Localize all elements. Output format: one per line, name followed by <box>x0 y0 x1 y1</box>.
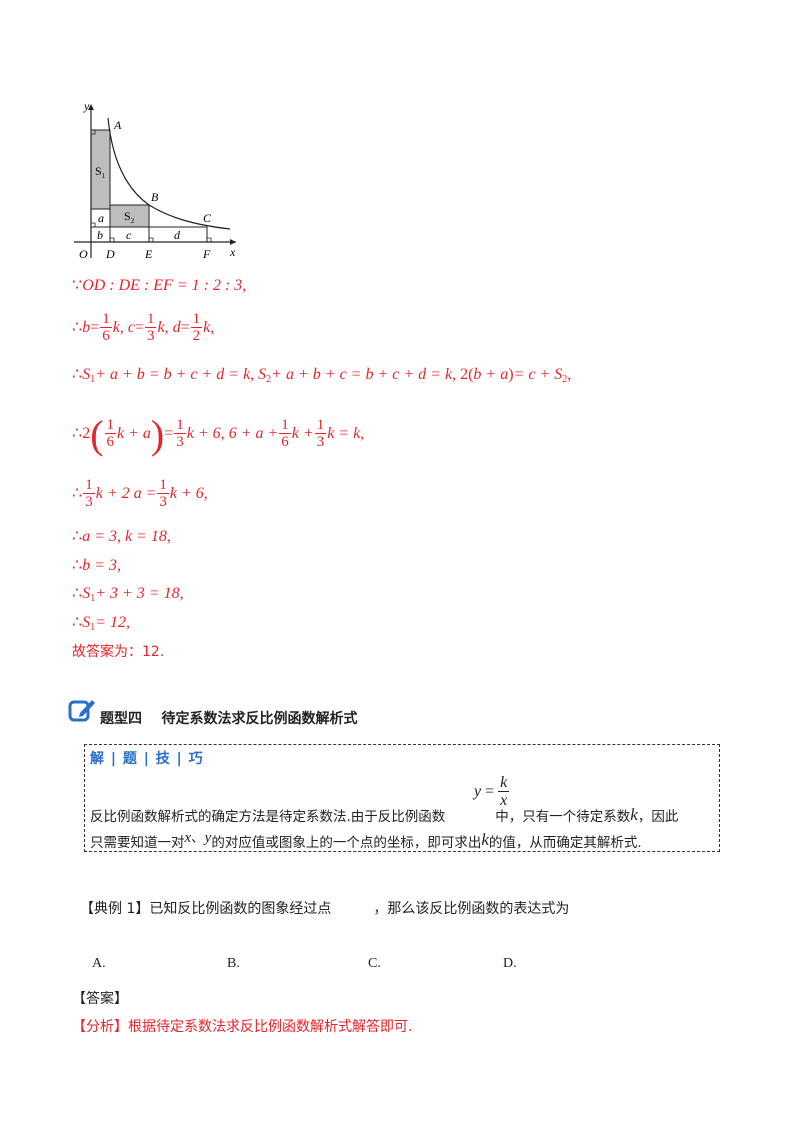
option-d[interactable]: D. <box>503 956 517 971</box>
edit-icon <box>68 700 95 722</box>
tips-label: 解 | 题 | 技 | 巧 <box>90 751 204 767</box>
tips-line-1: 反比例函数解析式的确定方法是待定系数法.由于反比例函数中，只有一个待定系数k，因… <box>90 805 679 825</box>
tips-line-2: 只需要知道一对x、y的对应值或图象上的一个点的坐标，即可求出k的值，从而确定其解… <box>90 830 642 851</box>
label-f-point: F <box>202 247 211 261</box>
label-s2: S2 <box>124 209 135 225</box>
example-question: 【典例 1】已知反比例函数的图象经过点，那么该反比例函数的表达式为 <box>80 901 570 917</box>
hyperbola-figure: y A B C S1 S2 a b c d O D E F x <box>74 99 236 261</box>
right-angle-mark <box>149 237 154 242</box>
label-y: y <box>83 99 90 113</box>
x-axis-arrow <box>230 239 236 245</box>
solution-line-3: ∴S1+ a + b = b + c + d = k, S2+ a + b + … <box>72 366 572 385</box>
hyperbola-curve <box>107 117 231 230</box>
label-s1: S1 <box>95 164 106 180</box>
solution-line-8: ∴S1+ 3 + 3 = 18, <box>72 585 184 604</box>
option-b[interactable]: B. <box>227 956 240 971</box>
tips-box <box>84 744 720 852</box>
solution-line-7: ∴b = 3, <box>72 557 121 574</box>
section-title: 题型四 待定系数法求反比例函数解析式 <box>100 711 358 727</box>
answer-tag: 【答案】 <box>72 991 128 1007</box>
right-angle-mark <box>91 222 96 227</box>
label-origin: O <box>79 247 88 261</box>
label-a: a <box>98 211 104 225</box>
right-angle-mark <box>91 130 96 135</box>
label-b-point: B <box>151 190 159 204</box>
label-a-point: A <box>113 118 122 132</box>
label-c-point: C <box>203 211 212 225</box>
answer-line: 故答案为：12. <box>72 644 165 660</box>
option-a[interactable]: A. <box>92 956 106 971</box>
label-d: d <box>174 228 181 242</box>
label-d-point: D <box>105 247 115 261</box>
analysis-line: 【分析】根据待定系数法求反比例函数解析式解答即可. <box>72 1019 413 1035</box>
y-axis-arrow <box>88 104 94 110</box>
label-c: c <box>126 228 132 242</box>
formula-y-eq-k-over-x: y = k x <box>474 774 510 809</box>
solution-line-6: ∴a = 3, k = 18, <box>72 528 171 545</box>
option-c[interactable]: C. <box>368 956 381 971</box>
label-e-point: E <box>144 247 153 261</box>
label-x: x <box>229 245 236 259</box>
label-b: b <box>97 228 103 242</box>
right-angle-mark <box>207 237 212 242</box>
solution-line-1: ∵OD : DE : EF = 1 : 2 : 3, <box>72 277 247 294</box>
solution-line-9: ∴S1= 12, <box>72 614 130 633</box>
right-angle-mark <box>110 237 115 242</box>
